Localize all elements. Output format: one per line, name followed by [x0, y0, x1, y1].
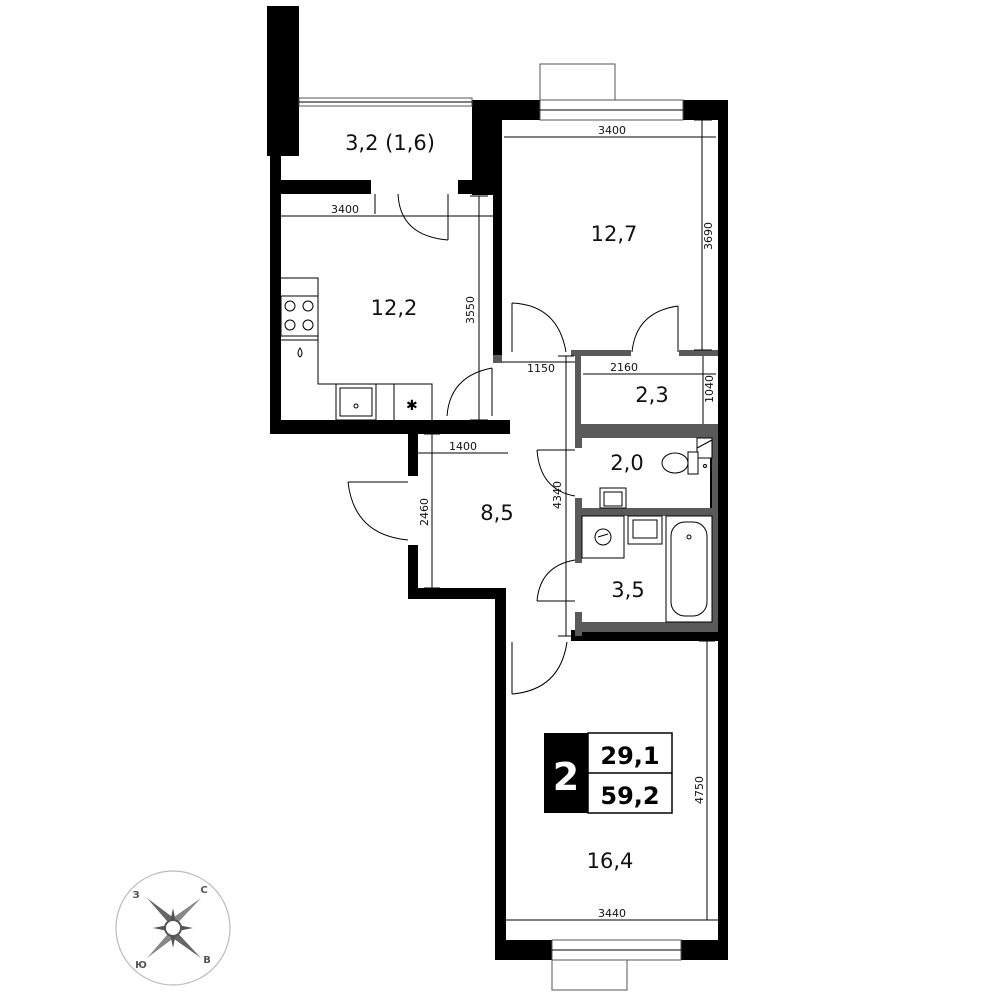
compass: З С Ю В: [115, 870, 231, 986]
hall-depth-label: 2460: [418, 498, 431, 526]
kitchen-area: 12,2: [371, 296, 418, 320]
bedroom-area: 12,7: [591, 222, 638, 246]
corridor-length-label: 4340: [551, 481, 564, 509]
area-badge: 2 29,1 59,2: [544, 732, 673, 814]
balcony-area: 3,2 (1,6): [345, 131, 435, 155]
living-area: 16,4: [587, 849, 634, 873]
living-area-value: 29,1: [600, 742, 659, 770]
compass-east: В: [203, 955, 211, 966]
corridor-width-label: 1150: [527, 362, 555, 375]
living-window-sill: [551, 959, 628, 991]
kitchen-tap-icon: [297, 347, 303, 358]
storage-depth-label: 1040: [703, 375, 716, 403]
compass-west: З: [132, 890, 139, 901]
kitchen-depth-label: 3550: [464, 296, 477, 324]
bedroom-window-sill: [539, 63, 616, 101]
kitchen-fixtures: ✱: [280, 277, 433, 421]
compass-north: С: [200, 885, 207, 896]
rooms-count: 2: [553, 755, 579, 799]
dimension-lines: [281, 119, 718, 921]
hall-width-label: 1400: [449, 440, 477, 453]
compass-south: Ю: [135, 960, 147, 971]
storage-area: 2,3: [635, 383, 668, 407]
snowflake-icon: ✱: [406, 398, 418, 414]
bath-area: 3,5: [611, 578, 644, 602]
kitchen-width-label: 3400: [331, 203, 359, 216]
bedroom-width-label: 3400: [598, 124, 626, 137]
wc-area: 2,0: [610, 451, 643, 475]
bedroom-depth-label: 3690: [702, 222, 715, 250]
total-area-value: 59,2: [600, 782, 659, 810]
compass-ring: [115, 870, 231, 986]
toilet-icon: [661, 452, 689, 474]
interior-partitions: [493, 350, 718, 636]
storage-width-label: 2160: [610, 361, 638, 374]
living-width-label: 3440: [598, 907, 626, 920]
exterior-walls: [267, 6, 728, 960]
room-labels: 3,2 (1,6) 12,2 12,7 2,3 8,5 2,0 3,5 16,4: [345, 131, 669, 873]
hall-area: 8,5: [480, 501, 513, 525]
compass-rose-icon: [147, 898, 201, 958]
dimension-labels: 3400 3550 3400 3690 1150 2160 1040 1400 …: [331, 124, 716, 920]
windows: [298, 63, 684, 991]
doors: [347, 193, 679, 695]
bathroom-fixtures: [581, 437, 713, 623]
living-depth-label: 4750: [693, 776, 706, 804]
